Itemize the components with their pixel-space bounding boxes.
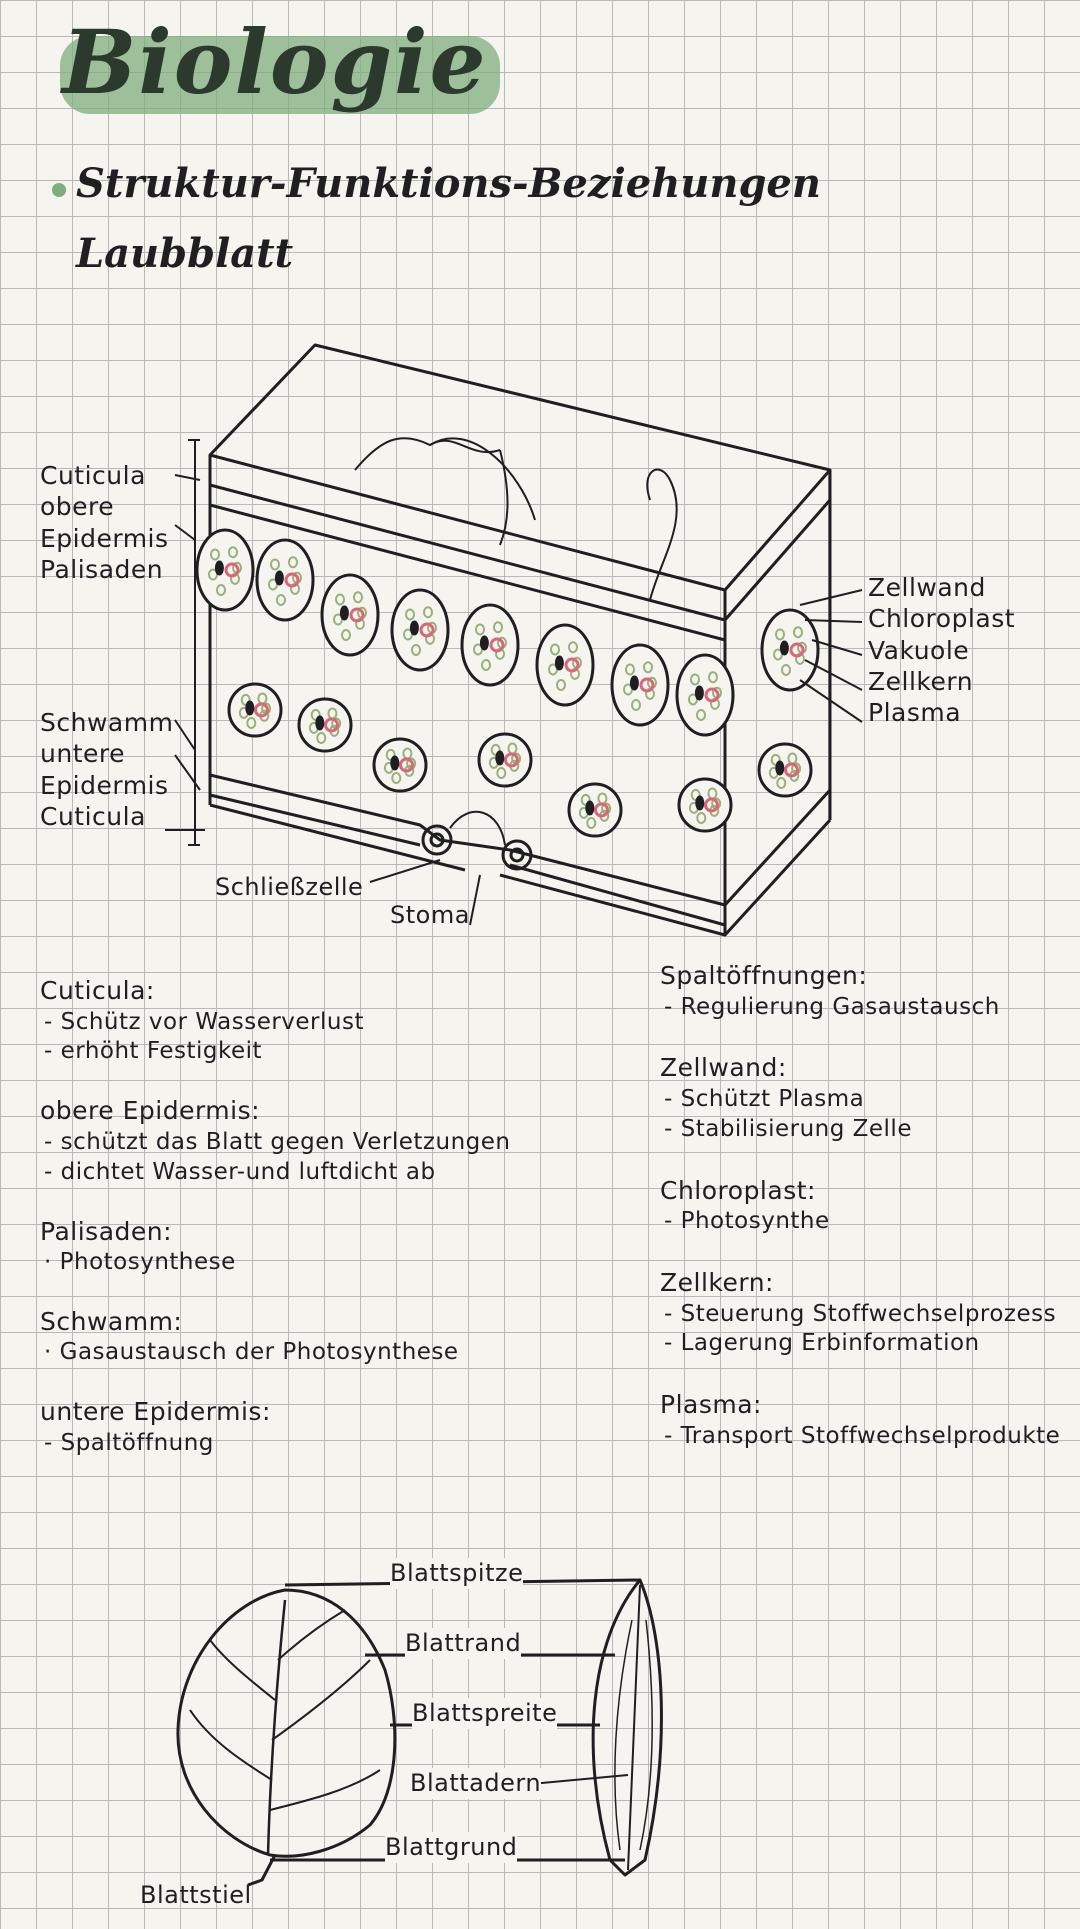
label-blattspitze: Blattspitze: [390, 1558, 524, 1590]
label-blattspreite: Blattspreite: [412, 1698, 558, 1730]
palisade-cell: [195, 528, 255, 612]
label-schliesszelle: Schließzelle: [215, 873, 364, 901]
note-zellwand: Zellwand: - Schützt Plasma - Stabilisier…: [660, 1053, 912, 1142]
spongy-cell: [757, 742, 813, 798]
palisade-cell: [460, 603, 520, 687]
label-blattstiel: Blattstiel: [140, 1881, 252, 1909]
subtitle: Struktur-Funktions-Beziehungen: [76, 160, 821, 207]
spongy-cell: [372, 737, 428, 793]
spongy-cell: [477, 732, 533, 788]
label-untere: untere: [40, 739, 125, 769]
label-group-right: Zellwand Chloroplast Vakuole Zellkern Pl…: [868, 572, 1015, 728]
notes-right: Spaltöffnungen: - Regulierung Gasaustaus…: [660, 960, 1060, 1452]
notes-left: Cuticula: - Schütz vor Wasserverlust - e…: [40, 975, 510, 1459]
palisade-cell: [535, 623, 595, 707]
spongy-cell: [567, 782, 623, 838]
palisade-cell: [390, 588, 450, 672]
note-plasma: Plasma: - Transport Stoffwechselprodukte: [660, 1390, 1061, 1449]
palisade-cell: [760, 608, 820, 692]
note-obere-epidermis: obere Epidermis: - schützt das Blatt geg…: [40, 1096, 511, 1185]
label-cuticula: Cuticula: [40, 461, 146, 490]
label-untere-epidermis: Epidermis: [40, 770, 169, 800]
topic-heading: Laubblatt: [76, 230, 294, 277]
label-group-lower: Schwamm untere Epidermis Cuticula: [40, 707, 173, 832]
label-vakuole: Vakuole: [868, 635, 970, 665]
note-palisaden: Palisaden: · Photosynthese: [40, 1216, 236, 1276]
label-blattadern: Blattadern: [410, 1768, 542, 1800]
label-zellkern: Zellkern: [868, 666, 974, 696]
label-plasma: Plasma: [868, 698, 962, 727]
note-zellkern: Zellkern: - Steuerung Stoffwechselprozes…: [660, 1268, 1057, 1357]
palisade-cell: [255, 538, 315, 622]
label-blattgrund: Blattgrund: [385, 1832, 518, 1864]
palisade-cell: [675, 653, 735, 737]
label-epidermis: Epidermis: [40, 523, 169, 553]
label-zellwand: Zellwand: [868, 573, 986, 602]
label-blattrand: Blattrand: [405, 1628, 522, 1660]
note-untere-epidermis: untere Epidermis: - Spaltöffnung: [40, 1397, 271, 1456]
label-chloroplast: Chloroplast: [868, 604, 1016, 634]
title-highlight: [60, 36, 500, 114]
label-group-upper: Cuticula obere Epidermis Palisaden: [40, 460, 169, 585]
label-obere: obere: [40, 492, 115, 522]
palisade-cell: [320, 573, 380, 657]
note-cuticula: Cuticula: - Schütz vor Wasserverlust - e…: [40, 976, 364, 1065]
label-palisaden: Palisaden: [40, 554, 164, 584]
bullet-dot: [52, 183, 66, 197]
spongy-cell: [227, 682, 283, 738]
spongy-cell: [297, 697, 353, 753]
note-chloroplast: Chloroplast: - Photosynthe: [660, 1175, 830, 1235]
label-schwamm: Schwamm: [40, 708, 174, 737]
page-title: Biologie: [62, 10, 488, 114]
palisade-cell: [610, 643, 670, 727]
label-cuticula-lower: Cuticula: [40, 801, 146, 831]
note-schwamm: Schwamm: · Gasaustausch der Photosynthes…: [40, 1306, 459, 1366]
label-stoma: Stoma: [390, 901, 470, 929]
spongy-cell: [677, 777, 733, 833]
note-spaltoeffnungen: Spaltöffnungen: - Regulierung Gasaustaus…: [660, 961, 1000, 1020]
